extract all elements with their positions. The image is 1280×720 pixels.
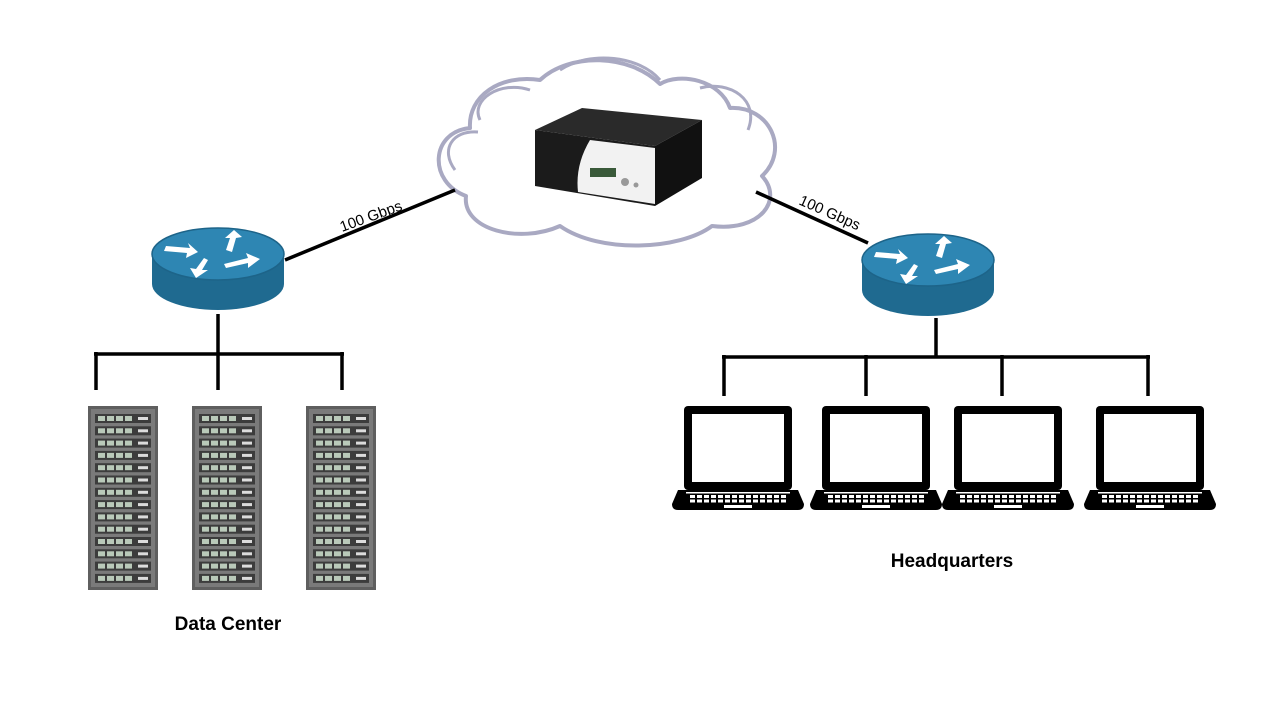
headquarters-lan (722, 318, 1150, 396)
link-label-left: 100 Gbps (338, 198, 405, 236)
link-right (755, 190, 869, 245)
laptop-icon (1084, 406, 1216, 510)
router-icon-data-center (151, 227, 285, 311)
data-center-lan (94, 314, 344, 390)
server-rack-icon (306, 406, 376, 590)
server-rack-icon (88, 406, 158, 590)
laptop-icon (942, 406, 1074, 510)
laptop-icon (810, 406, 942, 510)
server-rack-icon (192, 406, 262, 590)
headquarters-label: Headquarters (891, 551, 1014, 572)
router-icon-headquarters (861, 233, 995, 317)
wan-links (284, 188, 869, 262)
network-appliance-icon (535, 108, 702, 206)
link-left (284, 188, 456, 262)
data-center-label: Data Center (175, 614, 282, 635)
laptop-icon (672, 406, 804, 510)
